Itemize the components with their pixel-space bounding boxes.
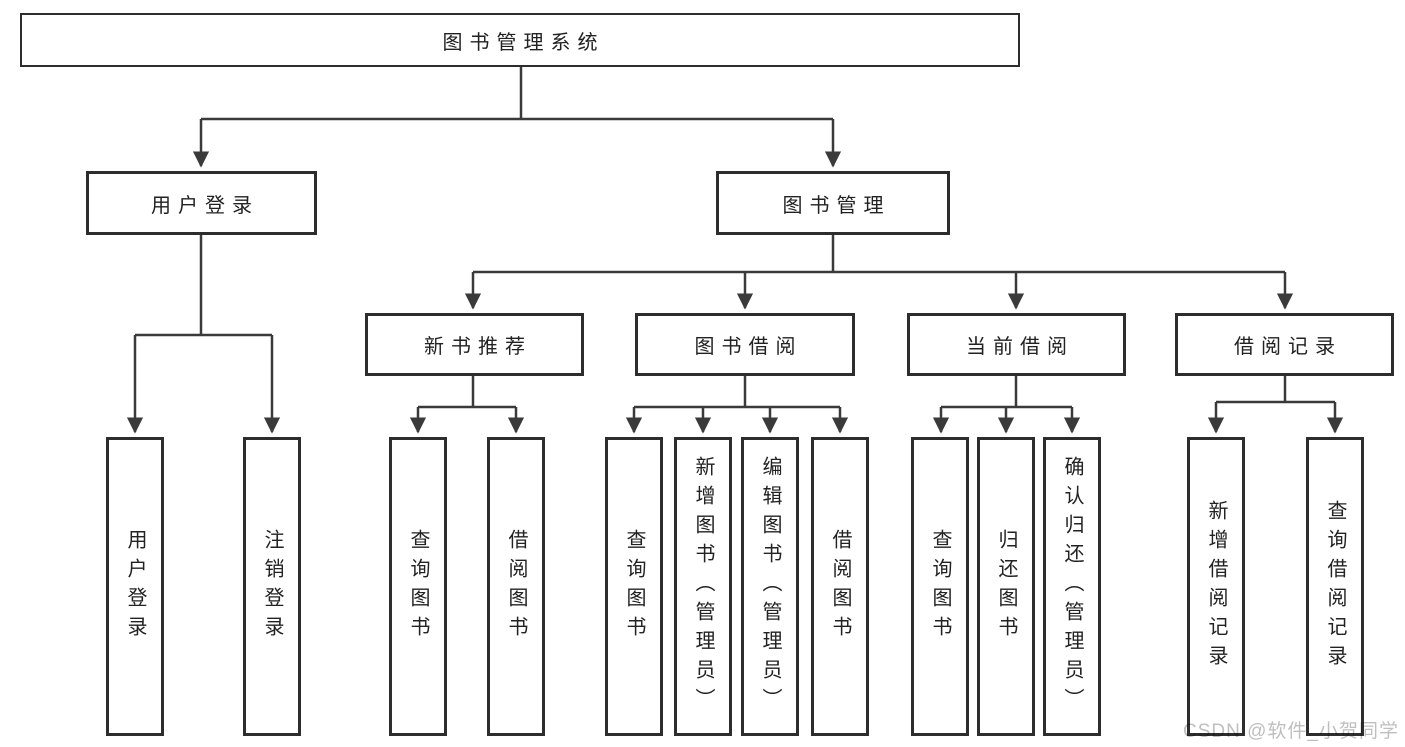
edge-newbooks-to-leaves [409,376,525,434]
node-book-borrowing: 图书借阅 [635,313,855,376]
leaf-label: 新增借阅记录 [1205,499,1227,674]
leaf-label: 查询图书 [929,528,951,645]
leaf-node: 用户登录 [106,437,164,736]
leaf-node: 归还图书 [977,437,1035,736]
leaf-label: 编辑图书（管理员） [759,456,781,717]
leaf-node: 查询图书 [911,437,969,736]
leaf-node: 编辑图书（管理员） [741,437,799,736]
edge-userlogin-to-leaves [126,235,281,434]
edge-bookmgmt-to-level3 [464,235,1294,310]
leaf-node: 查询图书 [605,437,663,736]
edge-borrowrecords-to-leaves [1207,376,1344,434]
leaf-label: 查询图书 [623,528,645,645]
edge-currentborrow-to-leaves [932,376,1081,434]
node-borrowing-records: 借阅记录 [1175,313,1394,376]
node-root: 图书管理系统 [20,13,1020,67]
leaf-label: 查询借阅记录 [1324,499,1346,674]
leaf-label: 借阅图书 [829,528,851,645]
leaf-node: 借阅图书 [487,437,545,736]
leaf-node: 新增借阅记录 [1187,437,1245,736]
leaf-node: 查询图书 [389,437,447,736]
node-current-borrowing: 当前借阅 [907,313,1126,376]
leaf-label: 确认归还（管理员） [1061,456,1083,717]
leaf-node: 注销登录 [243,437,301,736]
leaf-label: 归还图书 [995,528,1017,645]
leaf-node: 确认归还（管理员） [1043,437,1101,736]
leaf-node: 借阅图书 [811,437,869,736]
leaf-node: 查询借阅记录 [1306,437,1364,736]
leaf-label: 借阅图书 [505,528,527,645]
node-new-book-recommend: 新书推荐 [365,313,584,376]
node-user-login: 用户登录 [86,171,317,235]
leaf-label: 用户登录 [124,528,146,645]
edge-root-to-level2 [192,67,842,168]
leaf-label: 新增图书（管理员） [692,456,714,717]
leaf-label: 查询图书 [407,528,429,645]
leaf-label: 注销登录 [261,528,283,645]
node-book-management: 图书管理 [716,171,950,235]
leaf-node: 新增图书（管理员） [674,437,732,736]
csdn-watermark: CSDN @软件_小贺同学 [1183,721,1399,742]
edge-bookborrow-to-leaves [625,376,849,434]
